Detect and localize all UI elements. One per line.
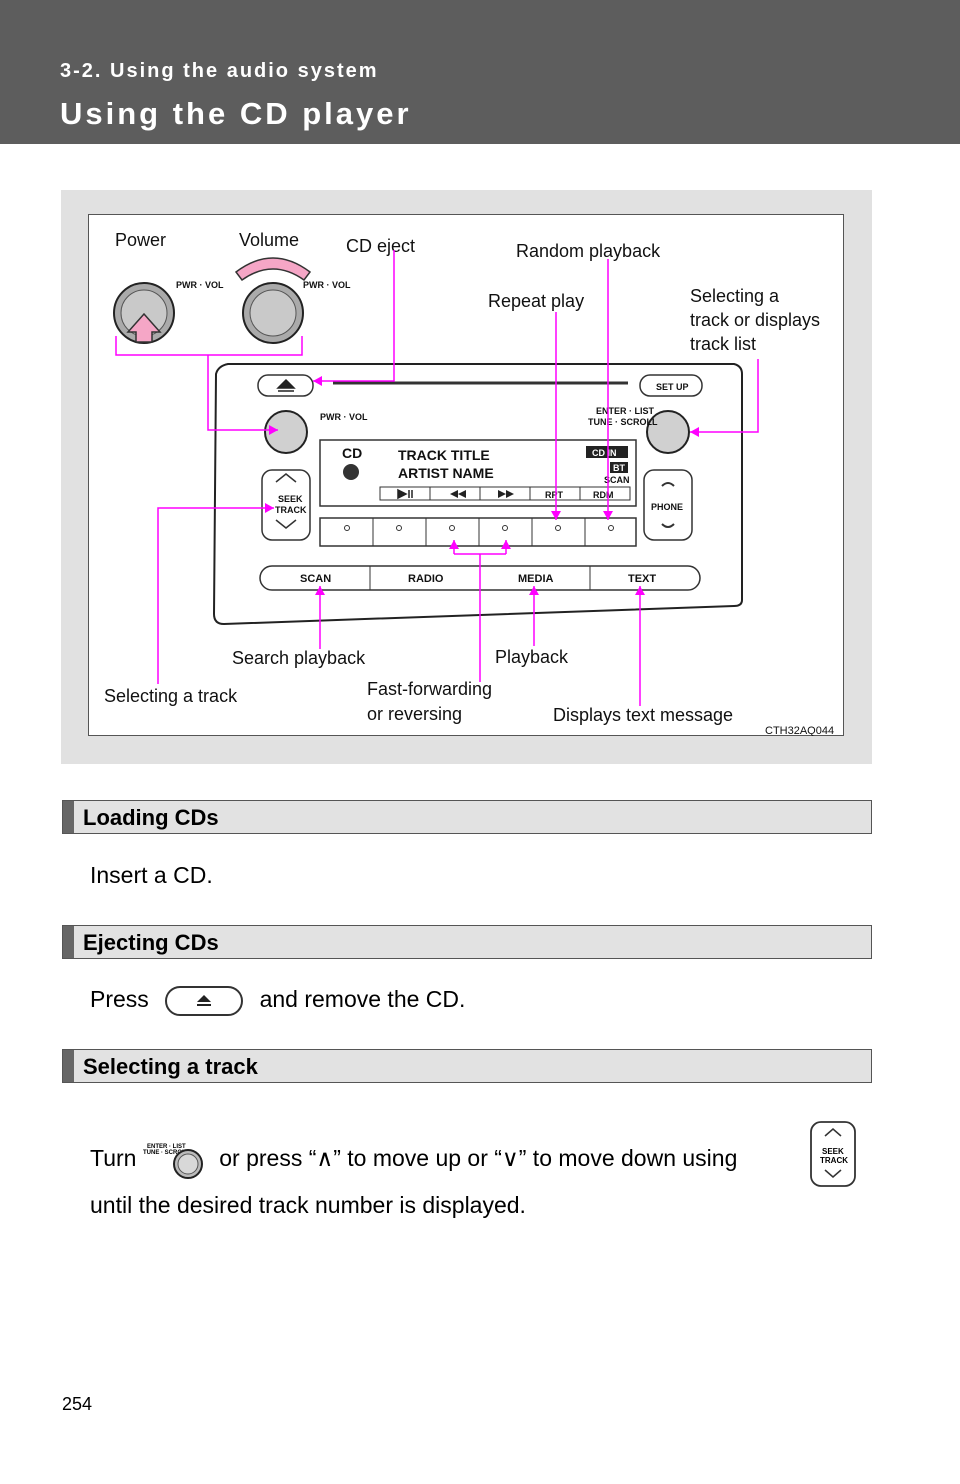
label-selecting-list-3: track list [690,334,756,354]
display-artist-name: ARTIST NAME [398,465,494,481]
phone-button [643,469,693,541]
display-track-title: TRACK TITLE [398,447,490,463]
seek-icon-label-1: SEEK [822,1147,844,1156]
tune-scroll-label: TUNE · SCROLL [588,417,658,427]
unit-pwr-vol-knob [264,410,308,454]
volume-knob-illustration [234,257,312,344]
selecting-mid: or press “∧” to move up or “∨” to move d… [219,1145,738,1172]
loading-body: Insert a CD. [90,862,213,888]
rdm-label: RDM [593,490,614,500]
set-up-button [639,374,703,397]
figure-code: CTH32AQ044 [765,725,834,736]
label-random-playback: Random playback [516,241,661,261]
ejecting-body-after: and remove the CD. [259,986,466,1013]
set-up-label: SET UP [656,382,689,392]
ejecting-body: Press and remove the CD. [90,986,465,1016]
ejecting-body-before: Press [90,986,149,1013]
label-search-playback: Search playback [232,648,366,668]
label-playback: Playback [495,647,569,667]
scan-indicator: SCAN [604,475,630,485]
label-cd-eject: CD eject [346,236,415,256]
btn-text: TEXT [628,573,656,585]
section-selecting-track: Selecting a track [62,1049,872,1083]
tune-knob-icon: ENTER · LIST TUNE · SCROLL [143,1140,213,1180]
phone-label: PHONE [651,502,683,512]
enter-list-label: ENTER · LIST [596,406,655,416]
knob-label-1: ENTER · LIST [147,1144,186,1150]
selecting-turn: Turn [90,1145,137,1172]
seek-track-button [261,469,311,541]
page-number: 254 [62,1394,93,1414]
label-volume: Volume [239,230,299,250]
selecting-body-line1: Turn ENTER · LIST TUNE · SCROLL or press… [90,1140,810,1180]
label-power: Power [115,230,166,250]
callout-lines [115,250,759,706]
label-repeat-play: Repeat play [488,291,584,311]
preset-row [319,517,637,547]
section-heading: Ejecting CDs [83,930,219,955]
section-heading: Selecting a track [83,1054,258,1079]
label-displays-text: Displays text message [553,705,733,725]
label-selecting-list-1: Selecting a [690,286,780,306]
selecting-body-line2: until the desired track number is displa… [90,1192,526,1218]
knob-label-2: TUNE · SCROLL [143,1150,190,1156]
section-loading-cds: Loading CDs [62,800,872,834]
seek-track-icon: SEEK TRACK [808,1120,858,1188]
track-label: TRACK [275,505,307,515]
badge-bt: BT [613,463,625,473]
page-title: Using the CD player [60,96,412,131]
eject-icon [165,986,244,1016]
btn-scan: SCAN [300,573,331,585]
label-selecting-list-2: track or displays [690,310,820,330]
page-header: 3-2. Using the audio system Using the CD… [0,0,960,144]
callout-arrowheads [265,376,699,595]
section-label: 3-2. Using the audio system [60,60,379,82]
audio-unit-diagram: PWR · VOL PWR · VOL Power Volume CD ejec… [104,230,834,736]
unit-pwr-vol-label: PWR · VOL [320,412,368,422]
pwr-vol-label-2: PWR · VOL [303,280,351,290]
unit-tune-knob [646,410,690,454]
pwr-vol-label-1: PWR · VOL [176,280,224,290]
btn-radio: RADIO [408,573,444,585]
section-heading: Loading CDs [83,805,219,830]
label-selecting-a-track: Selecting a track [104,686,238,706]
rpt-label: RPT [545,490,564,500]
btn-media: MEDIA [518,573,554,585]
display-cd: CD [342,445,362,461]
label-fast-forward-2: or reversing [367,704,462,724]
badge-cd-in: CD IN [592,448,617,458]
section-ejecting-cds: Ejecting CDs [62,925,872,959]
power-knob-illustration [113,282,175,344]
label-fast-forward-1: Fast-forwarding [367,679,492,699]
seek-icon-label-2: TRACK [820,1156,848,1165]
seek-label: SEEK [278,494,303,504]
